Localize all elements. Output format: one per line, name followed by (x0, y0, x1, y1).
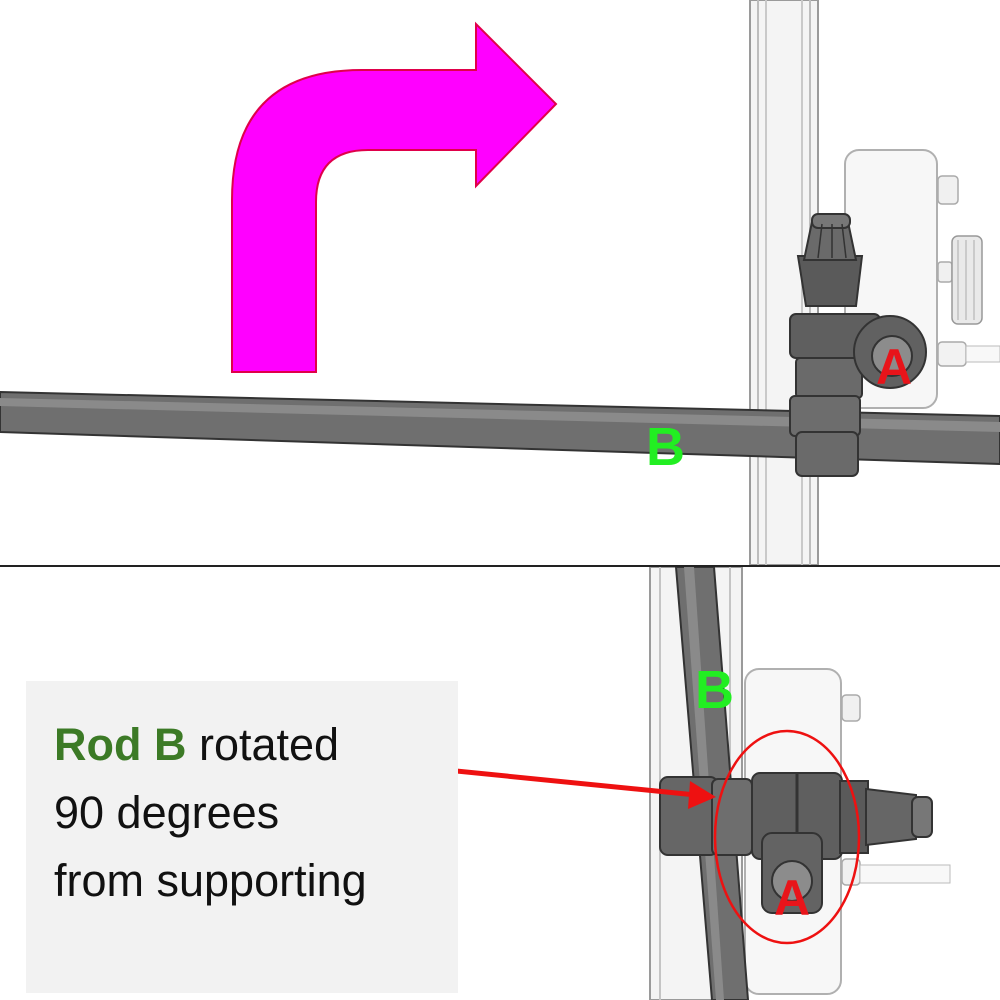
caption-line-1: Rod B rotated (54, 711, 367, 779)
label-a-top: A (876, 339, 913, 395)
caption-line-3: from supporting (54, 855, 367, 906)
label-b-top: B (646, 417, 685, 477)
caption-highlight: Rod B (54, 719, 187, 770)
caption-text: Rod B rotated 90 degrees from supporting (54, 711, 367, 915)
highlight-ellipse (713, 729, 861, 945)
label-a-bottom: A (774, 870, 811, 926)
label-b-bottom: B (695, 660, 734, 720)
top-scene (0, 0, 1000, 565)
clamp-assembly (659, 772, 933, 914)
panel-divider (0, 565, 1000, 567)
clamp-assembly (789, 213, 927, 477)
bottom-scene (375, 567, 951, 1000)
caption-line-2: 90 degrees (54, 787, 280, 838)
caption-line-1-rest: rotated (186, 719, 340, 770)
top-panel: A B (0, 0, 1000, 565)
bottom-panel: B A Rod B rotated 90 degrees from suppor… (0, 567, 1000, 1000)
caption-box: Rod B rotated 90 degrees from supporting (26, 681, 458, 993)
turn-arrow (231, 21, 558, 373)
rod-b (0, 390, 1000, 466)
